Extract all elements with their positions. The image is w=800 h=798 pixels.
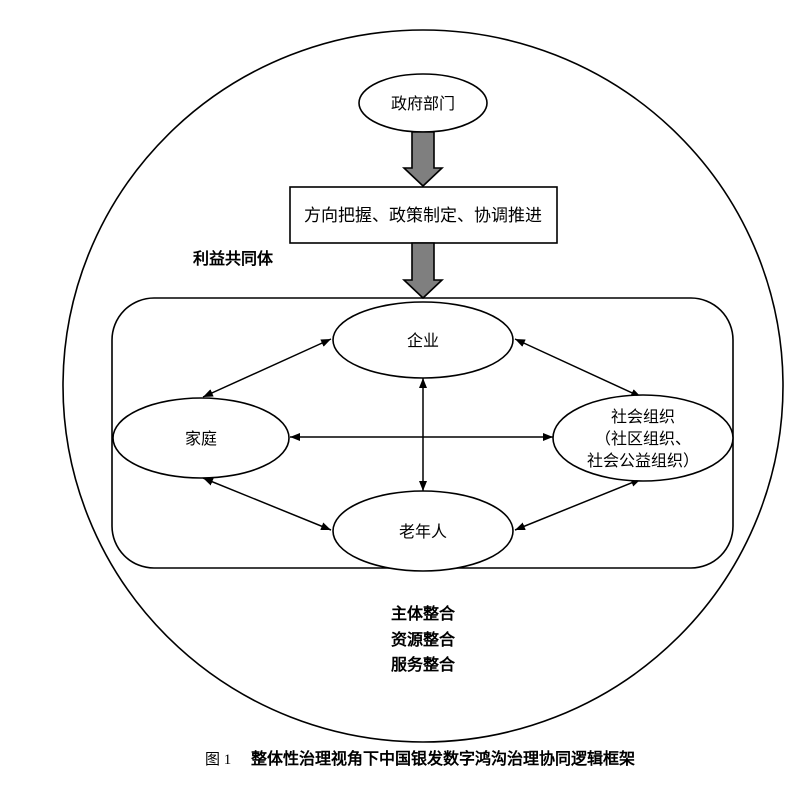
- node-social-org-label-line-3: 社会公益组织）: [587, 452, 699, 470]
- node-social-org-label-line-2: （社区组织、: [595, 430, 691, 448]
- figure-caption: 图 1 整体性治理视角下中国银发数字鸿沟治理协同逻辑框架: [205, 749, 635, 768]
- integration-list: 主体整合 资源整合 服务整合: [391, 604, 456, 674]
- outer-circle: [62, 29, 784, 743]
- link-enterprise-social-org: [514, 338, 642, 398]
- guidance-box-label: 方向把握、政策制定、协调推进: [304, 206, 542, 225]
- node-elderly-label: 老年人: [399, 523, 447, 541]
- figure-caption-number: 图 1: [205, 751, 231, 768]
- node-social-org: 社会组织 （社区组织、 社会公益组织）: [552, 394, 734, 482]
- node-social-org-label-line-1: 社会组织: [611, 408, 675, 426]
- node-enterprise-label: 企业: [407, 332, 439, 350]
- node-government-label: 政府部门: [391, 95, 455, 113]
- guidance-box: 方向把握、政策制定、协调推进: [289, 186, 558, 244]
- integration-item: 主体整合: [391, 604, 456, 623]
- node-enterprise-shape: [332, 301, 514, 379]
- link-social-org-elderly: [514, 478, 642, 531]
- integration-item: 服务整合: [391, 655, 456, 674]
- figure-caption-title: 整体性治理视角下中国银发数字鸿沟治理协同逻辑框架: [250, 749, 635, 768]
- link-family-elderly: [202, 477, 332, 531]
- node-elderly-shape: [332, 490, 514, 572]
- down-arrow-government-to-guidance: [401, 131, 445, 188]
- node-social-org-shape: [552, 394, 734, 482]
- links: [202, 338, 642, 531]
- node-family-label: 家庭: [185, 430, 217, 448]
- node-family: 家庭: [112, 397, 290, 479]
- node-family-shape: [112, 397, 290, 479]
- node-government: 政府部门: [358, 73, 488, 133]
- down-arrow-guidance-to-community: [401, 242, 445, 300]
- node-elderly: 老年人: [332, 490, 514, 572]
- integration-item: 资源整合: [391, 630, 456, 649]
- community-label: 利益共同体: [193, 249, 274, 268]
- node-enterprise: 企业: [332, 301, 514, 379]
- link-enterprise-family: [202, 338, 332, 398]
- guidance-box-shape: [289, 186, 558, 244]
